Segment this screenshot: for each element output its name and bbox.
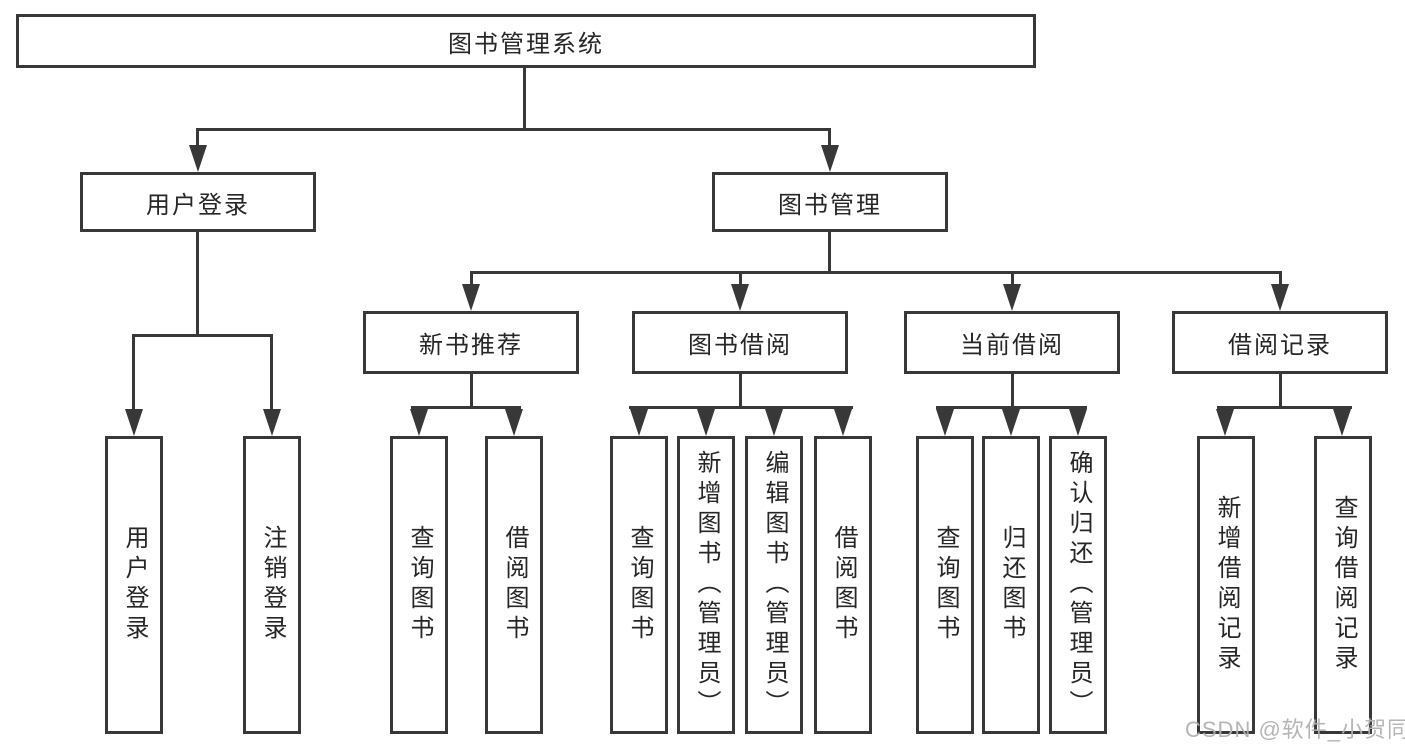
connector-drop-current-borrowing (1011, 271, 1014, 287)
node-label: 查询借阅记录 (1330, 495, 1357, 675)
node-label: 借阅记录 (1228, 332, 1332, 359)
arrowhead-icon (410, 409, 428, 436)
connector-recommendation-branch (411, 406, 521, 409)
node-library-management-system: 图书管理系统 (16, 14, 1036, 68)
node-label: 归还图书 (998, 525, 1025, 645)
leaf-return-books: 归还图书 (982, 436, 1040, 734)
node-label: 用户登录 (121, 525, 148, 645)
arrowhead-icon (189, 145, 207, 172)
node-label: 借阅图书 (501, 525, 528, 645)
node-label: 查询图书 (932, 525, 959, 645)
connector-root-stem (523, 68, 526, 130)
connector-borrowing-branch (629, 406, 853, 409)
connector-records-branch (1217, 406, 1352, 409)
node-new-book-recommendation: 新书推荐 (363, 311, 579, 374)
arrowhead-icon (936, 409, 954, 436)
connector-drop-leaf-user-login (132, 334, 135, 411)
node-borrowing-records: 借阅记录 (1172, 311, 1388, 374)
node-label: 确认归还（管理员） (1065, 450, 1092, 720)
node-label: 新增借阅记录 (1213, 495, 1240, 675)
node-label: 图书管理系统 (448, 30, 604, 58)
leaf-query-borrow-record: 查询借阅记录 (1314, 436, 1372, 734)
arrowhead-icon (1003, 284, 1021, 311)
node-book-borrowing: 图书借阅 (632, 311, 848, 374)
connector-drop-book-management (828, 128, 831, 149)
arrowhead-icon (1216, 409, 1234, 436)
connector-user-login-branch (132, 334, 273, 337)
csdn-watermark: CSDN @软件_小贺同学 (1185, 717, 1405, 742)
node-book-management: 图书管理 (712, 172, 948, 232)
connector-book-management-stem (828, 232, 831, 273)
connector-user-login-stem (196, 232, 199, 336)
node-label: 查询图书 (626, 525, 653, 645)
arrowhead-icon (1333, 409, 1351, 436)
arrowhead-icon (1002, 409, 1020, 436)
node-label: 用户登录 (146, 191, 250, 219)
connector-book-management-branch (470, 271, 1282, 274)
arrowhead-icon (765, 409, 783, 436)
leaf-logout: 注销登录 (243, 436, 301, 734)
leaf-edit-books-admin: 编辑图书（管理员） (745, 436, 803, 734)
connector-records-stem (1279, 374, 1282, 408)
leaf-query-books-borrow: 查询图书 (610, 436, 668, 734)
leaf-borrow-books: 借阅图书 (814, 436, 872, 734)
connector-recommendation-stem (470, 374, 473, 408)
arrowhead-icon (697, 409, 715, 436)
connector-current-branch (936, 406, 1087, 409)
leaf-borrow-books-recommend: 借阅图书 (485, 436, 543, 734)
arrowhead-icon (263, 409, 281, 436)
node-user-login: 用户登录 (80, 172, 316, 232)
leaf-user-login: 用户登录 (105, 436, 163, 734)
node-label: 图书管理 (778, 191, 882, 219)
leaf-query-books-current: 查询图书 (916, 436, 974, 734)
leaf-confirm-return-admin: 确认归还（管理员） (1049, 436, 1107, 734)
node-label: 查询图书 (406, 525, 433, 645)
node-label: 注销登录 (259, 525, 286, 645)
arrowhead-icon (834, 409, 852, 436)
connector-drop-user-login (196, 128, 199, 149)
arrowhead-icon (821, 145, 839, 172)
node-label: 图书借阅 (688, 332, 792, 359)
node-label: 当前借阅 (960, 332, 1064, 359)
connector-drop-leaf-logout (270, 334, 273, 411)
node-label: 借阅图书 (830, 525, 857, 645)
connector-level2-branch (196, 128, 831, 131)
arrowhead-icon (630, 409, 648, 436)
connector-current-stem (1011, 374, 1014, 408)
leaf-add-books-admin: 新增图书（管理员） (677, 436, 735, 734)
node-current-borrowing: 当前借阅 (904, 311, 1120, 374)
connector-borrowing-stem (739, 374, 742, 408)
arrowhead-icon (731, 284, 749, 311)
node-label: 新书推荐 (419, 332, 523, 359)
node-label: 新增图书（管理员） (693, 450, 720, 720)
node-label: 编辑图书（管理员） (761, 450, 788, 720)
arrowhead-icon (462, 284, 480, 311)
arrowhead-icon (505, 409, 523, 436)
leaf-query-books-recommend: 查询图书 (390, 436, 448, 734)
arrowhead-icon (1069, 409, 1087, 436)
leaf-add-borrow-record: 新增借阅记录 (1197, 436, 1255, 734)
arrowhead-icon (125, 409, 143, 436)
connector-drop-book-borrowing (739, 271, 742, 287)
connector-drop-borrowing-records (1279, 271, 1282, 287)
connector-drop-new-book-recommendation (470, 271, 473, 287)
arrowhead-icon (1271, 284, 1289, 311)
